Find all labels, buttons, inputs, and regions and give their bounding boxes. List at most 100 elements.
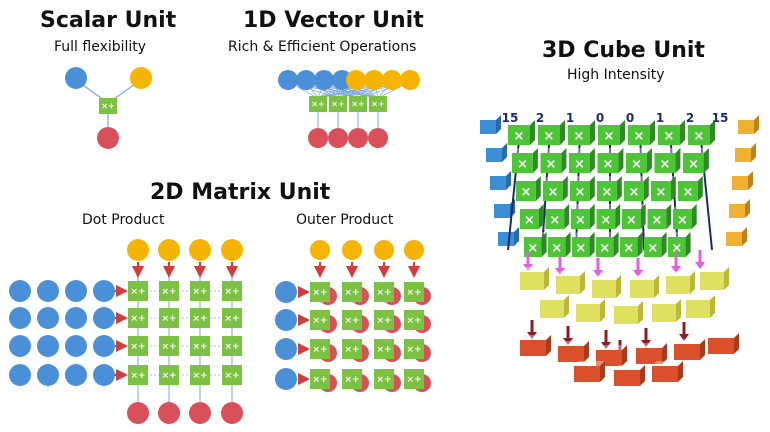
dot-alu xyxy=(190,365,210,385)
cube-magenta-arrowhead xyxy=(695,262,705,269)
cube-input-orange-side xyxy=(745,199,750,218)
cube-output-block xyxy=(520,340,546,356)
outer-alu-label: ×+ xyxy=(312,288,327,298)
cube-unit-title: 3D Cube Unit xyxy=(542,38,705,63)
vector-input-a xyxy=(296,70,316,90)
cube-output-block xyxy=(636,348,662,364)
cube-x-mark: × xyxy=(628,185,639,200)
cube-green-block-top xyxy=(644,232,667,237)
cube-green-block-side xyxy=(538,204,544,229)
cube-x-mark: × xyxy=(623,241,634,256)
cube-green-block-top xyxy=(508,120,535,125)
cube-green-block-top xyxy=(568,120,595,125)
cube-yellow-block-side xyxy=(580,271,585,294)
cube-input-orange xyxy=(738,120,754,134)
cube-green-block xyxy=(651,181,671,201)
cube-green-block xyxy=(624,181,644,201)
outer-alu-label: ×+ xyxy=(344,345,359,355)
vector-input-b xyxy=(382,70,402,90)
cube-yellow-block-side xyxy=(690,271,695,294)
cube-down-arrowhead xyxy=(679,334,689,341)
cube-x-mark: × xyxy=(671,241,682,256)
cube-yellow-block xyxy=(592,280,616,298)
cube-magenta-arrowhead xyxy=(593,270,603,277)
cube-green-block-side xyxy=(532,148,538,173)
cube-index-number: 2 xyxy=(686,111,694,125)
cube-x-mark: × xyxy=(574,157,585,172)
cube-green-block-top xyxy=(572,232,595,237)
scalar-input-a xyxy=(65,67,87,89)
cube-output-block-top xyxy=(520,335,551,340)
cube-green-block-top xyxy=(538,120,565,125)
cube-yellow-block-side xyxy=(710,295,715,318)
dot-alu xyxy=(222,281,242,301)
vector-alu xyxy=(369,96,387,112)
dot-output xyxy=(221,402,243,424)
cube-input-blue-side xyxy=(514,227,519,246)
dot-alu-label: ×+ xyxy=(130,287,145,297)
cube-output-block-side xyxy=(622,345,627,366)
cube-green-block xyxy=(571,209,590,229)
vector-wire-a xyxy=(323,81,379,99)
dot-product-label: Dot Product xyxy=(82,212,165,228)
scalar-alu-label: ×+ xyxy=(101,102,114,111)
cube-yellow-block xyxy=(556,276,580,294)
dot-alu-label: ×+ xyxy=(192,342,207,352)
cube-yellow-block-top xyxy=(520,267,549,272)
cube-green-block-top xyxy=(673,204,697,209)
dot-alu-label: ×+ xyxy=(224,314,239,324)
dot-alu xyxy=(159,281,179,301)
cube-input-orange xyxy=(726,232,742,246)
dot-alu-label: ×+ xyxy=(192,314,207,324)
cube-x-mark: × xyxy=(575,213,586,228)
cube-green-block xyxy=(516,181,536,201)
cube-yellow-block-side xyxy=(600,299,605,322)
cube-yellow-block-side xyxy=(564,295,569,318)
dot-input-a xyxy=(37,335,59,357)
cube-yellow-block xyxy=(614,306,638,324)
scalar-unit-subtitle: Full flexibility xyxy=(54,39,147,55)
outer-alu xyxy=(310,369,330,389)
dot-output xyxy=(127,402,149,424)
cube-wire xyxy=(699,129,713,251)
cube-green-block-side xyxy=(637,232,643,257)
cube-input-orange xyxy=(735,148,751,162)
dot-alu xyxy=(159,365,179,385)
cube-green-block-top xyxy=(688,120,715,125)
cube-green-block-side xyxy=(589,232,595,257)
cube-output-block-side xyxy=(640,365,645,386)
dot-alu xyxy=(128,281,148,301)
cube-index-number: 0 xyxy=(626,111,634,125)
cube-x-mark: × xyxy=(575,241,586,256)
dot-alu xyxy=(159,336,179,356)
dot-alu-label: ×+ xyxy=(130,342,145,352)
cube-green-block-side xyxy=(666,204,672,229)
outer-alu xyxy=(310,339,330,359)
cube-output-block-side xyxy=(700,339,705,360)
cube-green-block-top xyxy=(512,148,538,153)
cube-output-block xyxy=(674,344,700,360)
cube-green-block-top xyxy=(654,148,681,153)
cube-yellow-block-top xyxy=(556,271,585,276)
cube-x-mark: × xyxy=(602,157,613,172)
cube-x-mark: × xyxy=(677,213,688,228)
cube-green-block-side xyxy=(675,148,681,173)
dot-input-a xyxy=(93,307,115,329)
outer-product-label: Outer Product xyxy=(296,212,394,228)
outer-alu-label: ×+ xyxy=(376,345,391,355)
cube-green-block xyxy=(540,153,562,173)
cube-x-mark: × xyxy=(514,129,525,144)
vector-unit-subtitle: Rich & Efficient Operations xyxy=(228,39,417,55)
cube-green-block-top xyxy=(571,204,595,209)
cube-green-block-side xyxy=(589,204,595,229)
cube-green-block-side xyxy=(560,120,565,145)
outer-alu xyxy=(310,282,330,302)
cube-green-block-top xyxy=(624,176,649,181)
cube-green-block xyxy=(622,209,641,229)
cube-green-block-side xyxy=(710,120,715,145)
cube-green-block-top xyxy=(597,148,624,153)
dot-alu-label: ×+ xyxy=(130,371,145,381)
cube-index-number: 1 xyxy=(566,111,574,125)
cube-index-number: 1 xyxy=(656,111,664,125)
outer-alu xyxy=(404,282,424,302)
